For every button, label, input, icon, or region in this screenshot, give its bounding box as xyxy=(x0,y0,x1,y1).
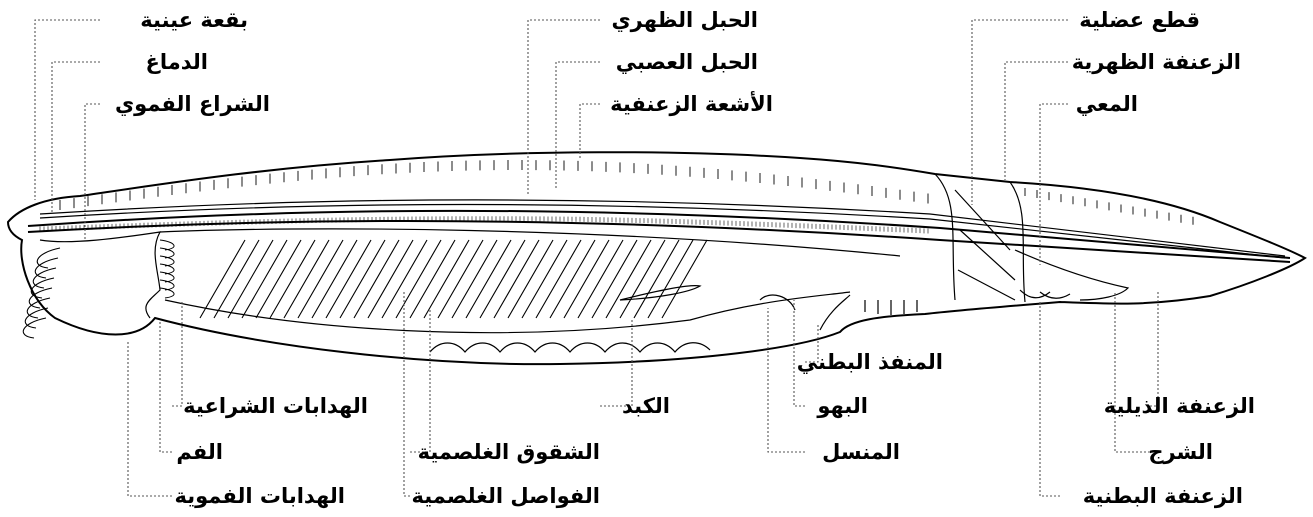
label-oral-cirri: الهدابات الفموية xyxy=(174,484,345,508)
leader-lines xyxy=(34,19,1159,497)
label-eyespot: بقعة عينية xyxy=(140,8,248,32)
label-liver: الكبد xyxy=(622,394,670,418)
label-fin-rays: الأشعة الزعنفية xyxy=(610,92,773,116)
oral-cirri xyxy=(22,239,175,339)
dorsal-fin-rays xyxy=(59,160,1194,225)
ventral-fin-rays xyxy=(864,289,1071,315)
gonads xyxy=(429,294,796,353)
label-velar-tentacles: الهدابات الشراعية xyxy=(183,394,368,418)
label-nerve-cord: الحبل العصبي xyxy=(615,50,758,74)
label-myotomes: قطع عضلية xyxy=(1079,8,1200,32)
label-gill-bars: الفواصل الغلصمية xyxy=(411,484,601,508)
atriopore xyxy=(819,294,851,331)
myotomes xyxy=(934,173,1026,303)
label-dorsal-fin: الزعنفة الظهرية xyxy=(1071,50,1241,74)
gill-slits xyxy=(199,239,708,319)
notochord-hatching xyxy=(39,216,929,234)
label-oral-hood: الشراع الفموي xyxy=(114,92,270,116)
label-intestine: المعي xyxy=(1075,92,1138,116)
body-outline xyxy=(6,151,1307,366)
notochord xyxy=(27,209,1291,263)
nerve-cord xyxy=(39,199,1286,259)
oral-hood xyxy=(39,231,162,319)
label-mouth: الفم xyxy=(176,440,223,464)
label-atriopore: المنفذ البطني xyxy=(796,350,943,374)
label-brain: الدماغ xyxy=(145,50,208,74)
label-gonads: المنسل xyxy=(822,440,900,464)
label-atrium: البهو xyxy=(817,394,868,418)
label-anus: الشرج xyxy=(1148,440,1213,464)
liver xyxy=(619,285,702,301)
pharynx-outline xyxy=(159,228,901,334)
label-caudal-fin: الزعنفة الذيلية xyxy=(1103,394,1255,418)
label-notochord: الحبل الظهري xyxy=(611,8,758,32)
label-ventral-fin: الزعنفة البطنية xyxy=(1082,484,1243,508)
label-gill-slits: الشقوق الغلصمية xyxy=(417,440,600,464)
intestine xyxy=(1014,249,1130,301)
